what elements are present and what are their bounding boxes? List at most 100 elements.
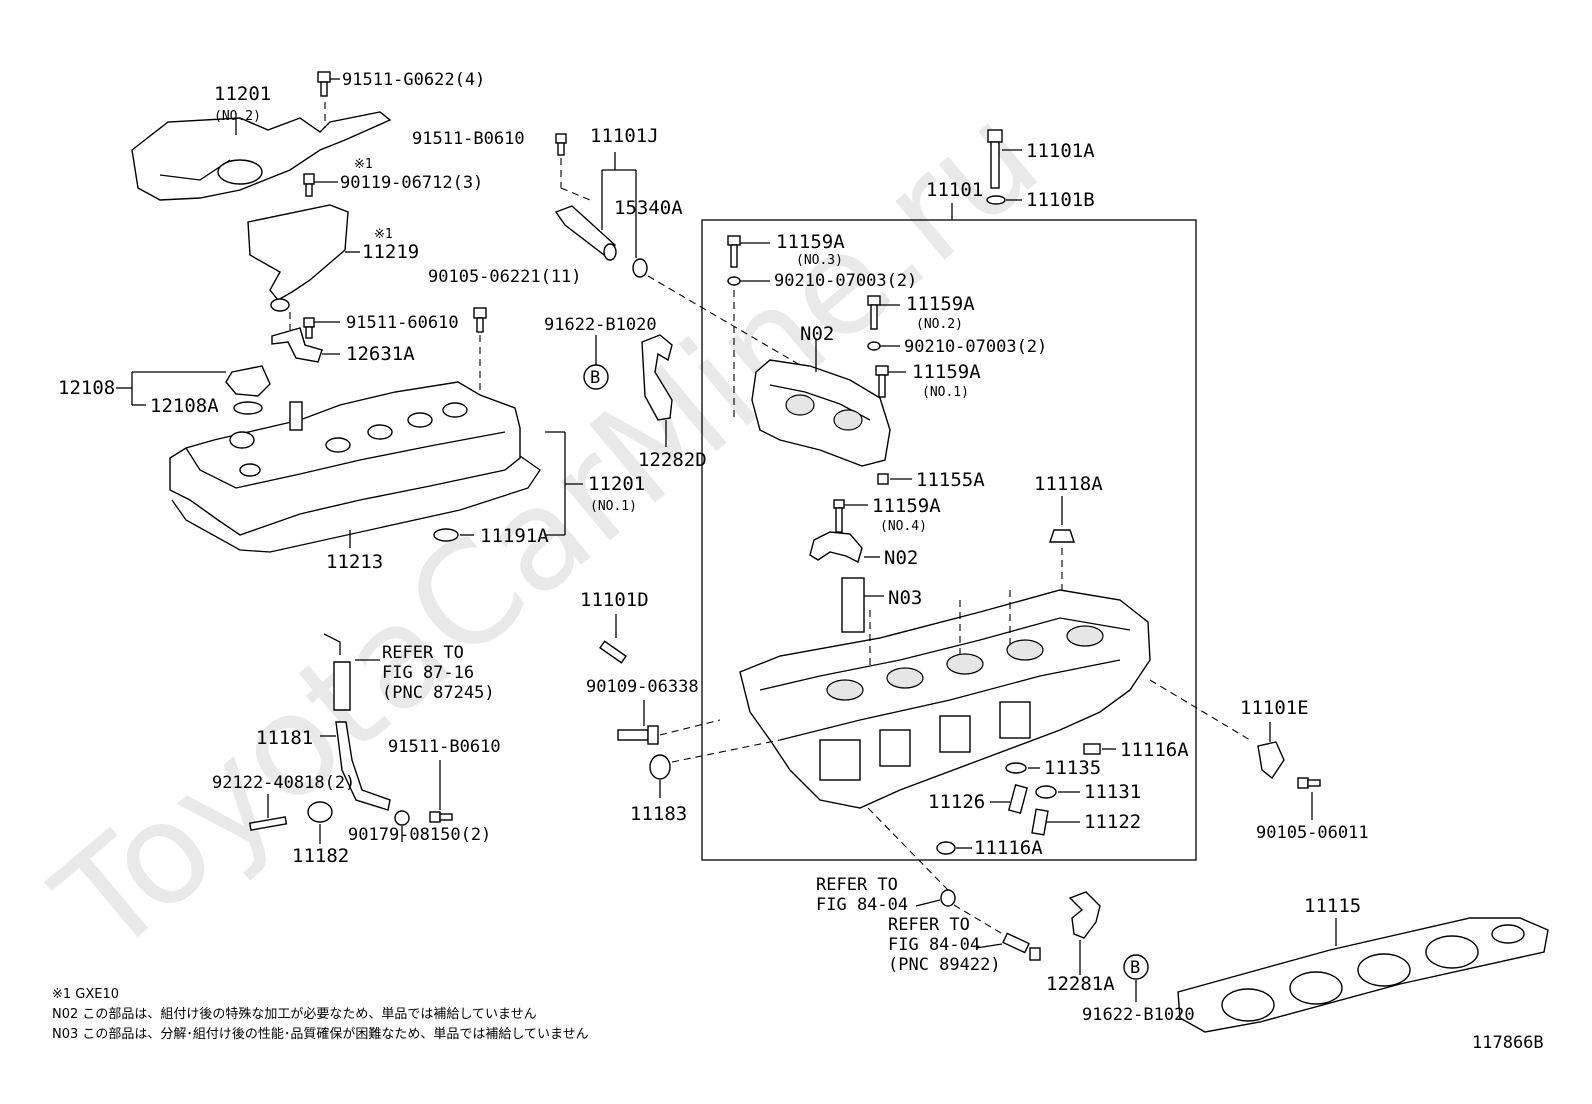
plug-11155a-shape [877,473,889,485]
refer-87-line1: REFER TO [382,643,464,663]
refer-84b-line3: (PNC 89422) [888,955,1001,975]
label-11159a-no2: 11159A [906,293,975,315]
circle-b-bottom-text: B [1130,958,1140,978]
engine-hanger-12281a-shape [1068,891,1101,939]
seal-11191a-shape [433,528,459,542]
label-91511-60610: 91511-60610 [346,313,459,333]
note-star1-b: ※1 [374,227,393,242]
plug-11183-shape [649,754,671,780]
label-91511-g0622: 91511-G0622(4) [342,70,485,90]
footnote-2: N02 この部品は、組付け後の特殊な加工が必要なため、単品では補給していません [52,1006,537,1022]
label-11159a-no3: 11159A [776,231,845,253]
label-n02-bottom: N02 [884,547,918,569]
gasket-refer-84-shape [940,889,956,907]
label-11219: 11219 [362,241,419,263]
timing-cover-no2-shape [131,111,392,201]
ring-11131-shape [1035,785,1057,799]
oil-filler-cap-shape [225,365,271,415]
label-11115: 11115 [1304,895,1361,917]
label-11135: 11135 [1044,757,1101,779]
label-91511-b0610-bottom: 91511-B0610 [388,737,501,757]
label-91622-b1020-bottom: 91622-B1020 [1082,1005,1195,1025]
footnote-3: N03 この部品は、分解･組付け後の性能･品質確保が困難なため、単品では補給して… [52,1026,589,1042]
plug-11116a-top-shape [1083,743,1101,755]
bolt-11101a-shape [987,129,1003,189]
label-n03: N03 [888,587,922,609]
label-11181: 11181 [256,727,313,749]
bracket-12631a-shape [271,327,323,363]
plug-11122-shape [1031,808,1049,836]
label-11116a-bottom: 11116A [974,837,1043,859]
washer-11101b-shape [986,195,1006,205]
label-12282d: 12282D [638,449,707,471]
plug-11116a-bottom-shape [936,841,956,855]
seal-11135-shape [1005,762,1027,774]
label-90119-06712: 90119-06712(3) [340,173,483,193]
circle-b-top-text: B [590,368,600,388]
camshaft-housing-shape [751,359,891,467]
nut-90179-shape [394,810,410,826]
label-11201-no1-sub: (NO.1) [590,499,637,514]
bolt-11159a-no4-shape [833,499,845,533]
label-11101d: 11101D [580,589,649,611]
label-11159a-no4: 11159A [872,495,941,517]
label-11201-no1: 11201 [588,473,645,495]
bolt-90105-06011-shape [1297,777,1321,789]
label-11118a: 11118A [1034,473,1103,495]
label-90105-06221: 90105-06221(11) [428,267,582,287]
label-11191a: 11191A [480,525,549,547]
label-90210-a: 90210-07003(2) [774,271,917,291]
bolt-91511-g0622-shape [317,71,331,97]
label-11201-no2-sub: (NO.2) [214,109,261,124]
label-11101a: 11101A [1026,140,1095,162]
footnote-1: ※1 GXE10 [52,987,119,1002]
label-92122-40818: 92122-40818(2) [212,773,355,793]
bearing-cap-n02-shape [809,531,863,564]
note-star1-a: ※1 [354,157,373,172]
label-90105-06011: 90105-06011 [1256,823,1369,843]
label-11126: 11126 [928,791,985,813]
bolt-91511-b0610-top-shape [555,133,567,156]
label-12108: 12108 [58,377,115,399]
label-90109-06338: 90109-06338 [586,677,699,697]
label-11155a: 11155A [916,469,985,491]
label-11201-no2: 11201 [214,83,271,105]
label-90179-08150: 90179-08150(2) [348,825,491,845]
oil-control-valve-shape [554,205,617,261]
label-11159a-no3-sub: (NO.3) [796,253,843,268]
plug-11118a-shape [1049,529,1075,543]
pipe-11181-shape [323,633,391,811]
bolt-11159a-no1-shape [875,365,889,398]
bolt-11159a-no2-shape [867,295,881,330]
bolt-91511-b0610-bottom-shape [429,811,453,823]
refer-84b-line2: FIG 84-04 [888,935,980,955]
gasket-11182-shape [307,801,333,823]
label-11159a-no2-sub: (NO.2) [916,317,963,332]
bolt-90119-06712-shape [303,173,315,197]
label-11159a-no4-sub: (NO.4) [880,519,927,534]
label-11182: 11182 [292,845,349,867]
circle-b-bottom [1123,954,1149,980]
label-12631a: 12631A [346,343,415,365]
label-91511-b0610-top: 91511-B0610 [412,129,525,149]
label-11159a-no1: 11159A [912,361,981,383]
label-11183: 11183 [630,803,687,825]
bolt-11159a-no3-shape [727,235,741,268]
label-11101j: 11101J [590,125,659,147]
label-n02-top: N02 [800,323,834,345]
cylinder-head-shape [739,589,1151,809]
stud-11101d-shape [599,640,627,664]
label-91622-b1020-top: 91622-B1020 [544,315,657,335]
cover-gasket-shape [171,455,541,553]
plug-11101e-shape [1257,741,1285,780]
bolt-90105-06221-shape [473,307,487,333]
refer-87-line3: (PNC 87245) [382,683,495,703]
label-11116a-top: 11116A [1120,739,1189,761]
union-90109-06338-shape [617,725,659,745]
guide-n03-shape [841,577,865,633]
label-90210-b: 90210-07003(2) [904,337,1047,357]
insulator-11219-shape [247,204,349,312]
cylinder-head-cover-shape [169,381,521,536]
